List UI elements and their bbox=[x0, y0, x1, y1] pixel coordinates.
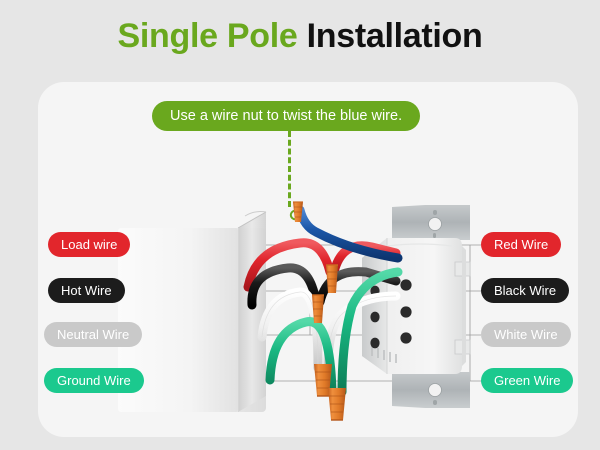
callout-banner: Use a wire nut to twist the blue wire. bbox=[152, 101, 421, 131]
wire-nut-green bbox=[328, 388, 346, 421]
label-white-wire[interactable]: White Wire bbox=[481, 322, 571, 347]
wire-nut-blue-top bbox=[293, 201, 303, 222]
wire-nut-black bbox=[312, 294, 324, 323]
wall-electrical-box bbox=[118, 211, 267, 412]
load-red-wire bbox=[243, 238, 335, 292]
ground-green-wire bbox=[265, 317, 337, 397]
page-title: Single Pole Installation bbox=[0, 17, 600, 56]
callout-text: Use a wire nut to twist the blue wire. bbox=[170, 108, 403, 124]
label-load-wire[interactable]: Load wire bbox=[48, 232, 131, 257]
label-ground-wire[interactable]: Ground Wire bbox=[44, 368, 144, 393]
strap-screw-hole-bottom bbox=[428, 383, 442, 397]
page-title-highlight: Single Pole bbox=[117, 17, 298, 55]
label-neutral-wire[interactable]: Neutral Wire bbox=[44, 322, 143, 347]
wire-nut-white bbox=[314, 364, 332, 397]
label-green-wire[interactable]: Green Wire bbox=[481, 368, 574, 393]
hot-black-wire bbox=[247, 263, 321, 310]
switch-green-wire bbox=[337, 267, 403, 397]
callout-pointer-line bbox=[288, 131, 291, 207]
strap-screw-hole-top bbox=[428, 217, 442, 231]
smart-light-switch bbox=[362, 205, 471, 408]
label-hot-wire[interactable]: Hot Wire bbox=[48, 278, 125, 303]
label-black-wire[interactable]: Black Wire bbox=[481, 278, 570, 303]
switch-strap-top bbox=[392, 205, 470, 240]
switch-terminals bbox=[370, 279, 412, 349]
switch-strap-bottom bbox=[392, 372, 470, 408]
wire-nut-red bbox=[326, 264, 338, 293]
page-title-rest: Installation bbox=[297, 17, 483, 55]
switch-side-clips bbox=[454, 246, 471, 366]
label-red-wire[interactable]: Red Wire bbox=[481, 232, 562, 257]
